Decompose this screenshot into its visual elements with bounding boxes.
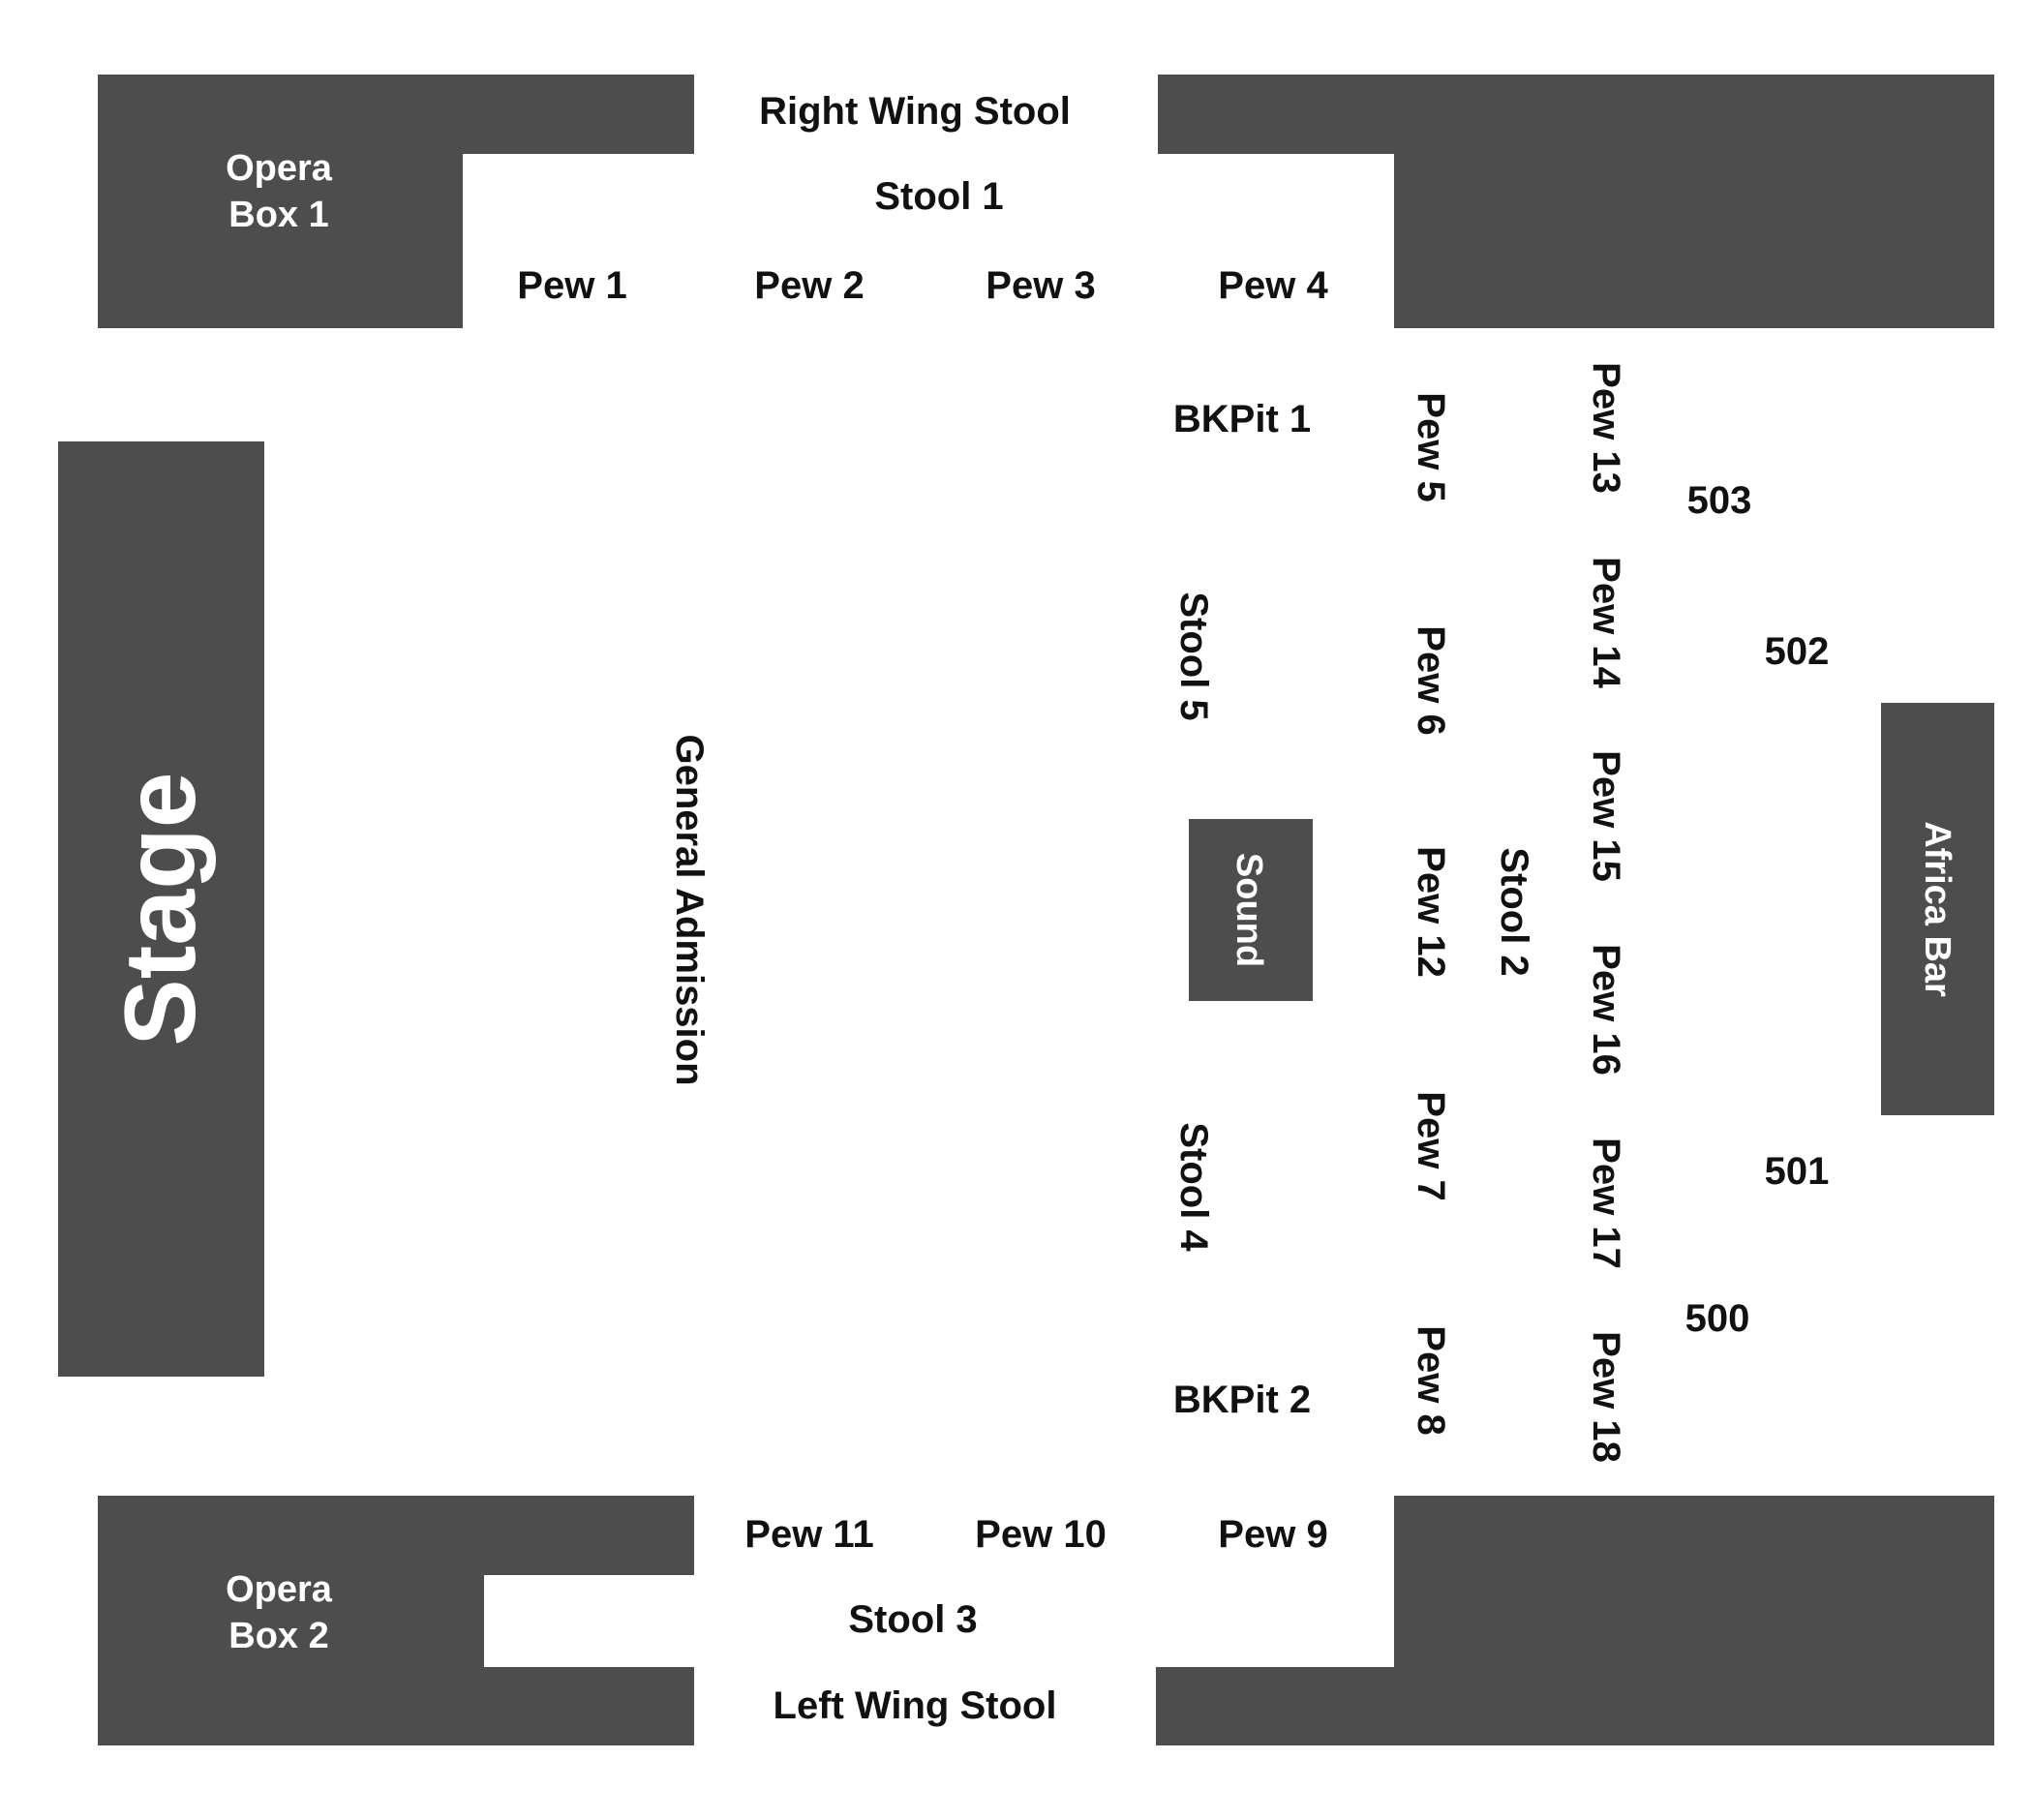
stool-2-label[interactable]: Stool 2 xyxy=(1493,847,1535,976)
pew-17-label[interactable]: Pew 17 xyxy=(1585,1138,1627,1269)
sound-booth[interactable] xyxy=(1189,819,1313,1001)
pew-6-label[interactable]: Pew 6 xyxy=(1410,625,1452,735)
table-502-label[interactable]: 502 xyxy=(1765,630,1830,673)
pew-3-label[interactable]: Pew 3 xyxy=(986,264,1095,307)
pew-10-label[interactable]: Pew 10 xyxy=(975,1513,1107,1556)
stage-block[interactable] xyxy=(58,441,264,1377)
opera-box-1-label-line1: Opera xyxy=(226,148,333,189)
stage-label: Stage xyxy=(105,772,217,1046)
sound-label: Sound xyxy=(1229,853,1269,967)
general-admission-label[interactable]: General Admission xyxy=(668,734,711,1085)
africa-bar-label: Africa Bar xyxy=(1917,821,1957,997)
stool-3-label[interactable]: Stool 3 xyxy=(848,1598,977,1641)
pew-15-label[interactable]: Pew 15 xyxy=(1585,750,1627,882)
stool-5-label[interactable]: Stool 5 xyxy=(1172,592,1215,720)
pew-16-label[interactable]: Pew 16 xyxy=(1585,944,1627,1076)
right-wing-stool-label[interactable]: Right Wing Stool xyxy=(759,90,1071,133)
pew-14-label[interactable]: Pew 14 xyxy=(1585,557,1627,688)
opera-box-2-block[interactable] xyxy=(98,1496,694,1745)
table-503-label[interactable]: 503 xyxy=(1687,479,1752,522)
opera-box-1-label-line2: Box 1 xyxy=(228,195,328,235)
table-500-label[interactable]: 500 xyxy=(1685,1297,1750,1340)
opera-box-2-label-line1: Opera xyxy=(226,1569,333,1610)
africa-bar-block[interactable] xyxy=(1881,703,1994,1115)
bottom-right-block xyxy=(1156,1496,1994,1745)
pew-4-label[interactable]: Pew 4 xyxy=(1218,264,1328,307)
pew-18-label[interactable]: Pew 18 xyxy=(1585,1331,1627,1463)
bkpit-1-label[interactable]: BKPit 1 xyxy=(1173,398,1311,440)
pew-8-label[interactable]: Pew 8 xyxy=(1410,1325,1452,1435)
bkpit-2-label[interactable]: BKPit 2 xyxy=(1173,1379,1311,1421)
pew-13-label[interactable]: Pew 13 xyxy=(1585,362,1627,494)
stool-1-label[interactable]: Stool 1 xyxy=(874,175,1003,218)
pew-9-label[interactable]: Pew 9 xyxy=(1218,1513,1327,1556)
pew-7-label[interactable]: Pew 7 xyxy=(1410,1091,1452,1200)
pew-2-label[interactable]: Pew 2 xyxy=(754,264,864,307)
pew-1-label[interactable]: Pew 1 xyxy=(517,264,626,307)
table-501-label[interactable]: 501 xyxy=(1765,1150,1830,1193)
pew-5-label[interactable]: Pew 5 xyxy=(1410,392,1452,501)
top-right-block xyxy=(1158,75,1994,328)
opera-box-1-block[interactable] xyxy=(98,75,694,328)
stool-4-label[interactable]: Stool 4 xyxy=(1172,1122,1215,1252)
opera-box-2-label-line2: Box 2 xyxy=(228,1616,328,1656)
left-wing-stool-label[interactable]: Left Wing Stool xyxy=(774,1684,1057,1727)
pew-11-label[interactable]: Pew 11 xyxy=(744,1513,873,1556)
pew-12-label[interactable]: Pew 12 xyxy=(1410,846,1452,978)
